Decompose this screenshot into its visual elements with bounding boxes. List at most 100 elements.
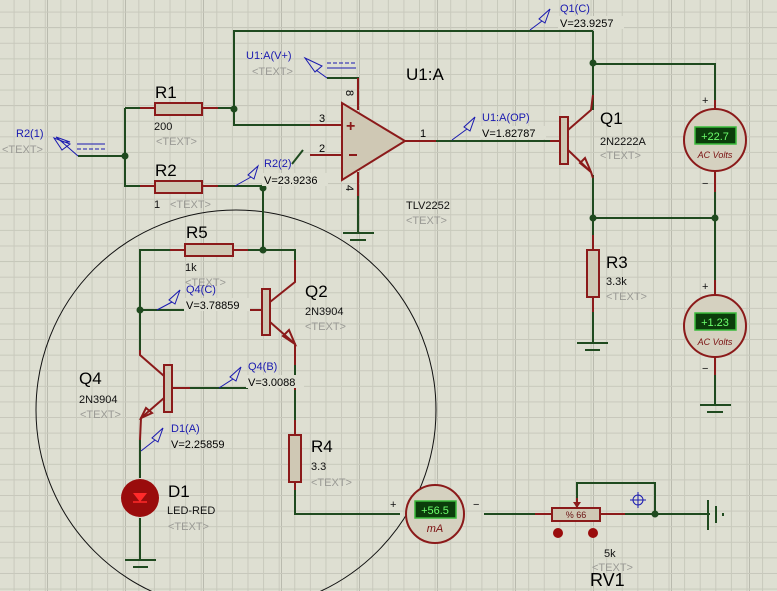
rv1-value: 5k [604, 548, 616, 560]
voltmeter-2[interactable]: +1.23 AC Volts + − [683, 280, 747, 375]
plus-terminal: + [390, 499, 396, 511]
probe-name: U1:A(V+) [246, 50, 292, 62]
battery[interactable] [707, 500, 724, 530]
rv1-text: <TEXT> [592, 562, 633, 574]
probe-voltage: V=2.25859 [171, 439, 225, 451]
probe-name: Q4(C) [186, 284, 216, 296]
probe-u1-op[interactable]: U1:A(OP) V=1.82787 [451, 112, 546, 141]
wire[interactable] [233, 108, 310, 126]
r4-value: 3.3 [311, 461, 326, 473]
wire[interactable] [592, 31, 716, 110]
q1-text: <TEXT> [600, 150, 641, 162]
transistor-q1[interactable]: Q1 2N2222A <TEXT> [550, 94, 647, 179]
wire[interactable] [248, 249, 296, 280]
rv1-ref: RV1 [590, 570, 625, 590]
d1-value: LED-RED [167, 505, 215, 517]
voltmeter-2-reading: +1.23 [701, 317, 729, 329]
pin-1: 1 [420, 128, 426, 140]
q4-ref: Q4 [79, 369, 102, 388]
voltmeter-1-reading: +22.7 [701, 131, 729, 143]
wire[interactable] [139, 249, 185, 350]
minus-terminal: − [702, 363, 708, 375]
potentiometer-rv1[interactable]: % 66 5k <TEXT> RV1 [535, 498, 633, 590]
probe-q1-c[interactable]: Q1(C) V=23.9257 [529, 3, 624, 31]
rv1-wiper-position: % 66 [566, 510, 587, 520]
probe-q4-b[interactable]: Q4(B) V=3.0088 [218, 361, 304, 389]
probe-voltage: V=3.0088 [248, 377, 295, 389]
r2-value: 1 [154, 199, 160, 211]
probe-d1-a[interactable]: D1(A) V=2.25859 [140, 423, 225, 452]
probe-u1-vplus[interactable]: U1:A(V+) <TEXT> [246, 50, 356, 79]
plus-sign: + [346, 118, 355, 135]
probe-name: U1:A(OP) [482, 112, 530, 124]
wire[interactable] [294, 485, 400, 515]
q4-text: <TEXT> [80, 409, 121, 421]
wire[interactable] [233, 30, 593, 109]
resistor-r5[interactable]: R5 1k <TEXT> [170, 223, 248, 289]
r1-text: <TEXT> [156, 136, 197, 148]
minus-terminal: − [702, 178, 708, 190]
probe-r2-2[interactable]: R2(2) V=23.9236 [234, 158, 328, 187]
pin-4: 4 [343, 185, 355, 191]
probe-q4-c[interactable]: Q4(C) V=3.78859 [156, 284, 250, 312]
u1-ref: U1:A [406, 65, 444, 84]
q1-ref: Q1 [600, 109, 623, 128]
probe-name: Q1(C) [560, 3, 590, 15]
wire[interactable] [291, 149, 304, 165]
probe-name: Q4(B) [248, 361, 277, 373]
resistor-r2[interactable]: R2 1 <TEXT> [140, 161, 218, 211]
ammeter-reading: +56.5 [421, 505, 449, 517]
q1-value: 2N2222A [600, 136, 647, 148]
probe-r2-1[interactable]: R2(1) <TEXT> [2, 128, 105, 157]
led-d1[interactable]: D1 LED-RED <TEXT> [121, 479, 215, 533]
q4-value: 2N3904 [79, 394, 118, 406]
transistor-q2[interactable]: Q2 2N3904 <TEXT> [250, 260, 346, 365]
transistor-q4[interactable]: Q4 2N3904 <TEXT> [79, 350, 190, 441]
r2-ref: R2 [155, 161, 177, 180]
q2-ref: Q2 [305, 282, 328, 301]
decrease-button[interactable] [553, 528, 563, 538]
probe-voltage: V=23.9236 [264, 175, 318, 187]
crosshair-icon [630, 492, 646, 508]
ammeter[interactable]: +56.5 mA + − [390, 484, 479, 544]
resistor-r1[interactable]: R1 200 <TEXT> [140, 83, 218, 148]
wire[interactable] [124, 108, 140, 187]
probe-text: <TEXT> [2, 144, 43, 156]
probe-name: D1(A) [171, 423, 200, 435]
ammeter-unit: mA [427, 523, 444, 535]
probe-voltage: V=3.78859 [186, 300, 240, 312]
r4-text: <TEXT> [311, 477, 352, 489]
r5-value: 1k [185, 262, 197, 274]
voltmeter-2-unit: AC Volts [697, 337, 733, 347]
r1-ref: R1 [155, 83, 177, 102]
voltmeter-1[interactable]: +22.7 AC Volts + − [683, 95, 747, 192]
probe-voltage: V=23.9257 [560, 18, 614, 30]
r1-value: 200 [154, 121, 172, 133]
annotation-circle [35, 209, 437, 591]
r3-text: <TEXT> [606, 291, 647, 303]
resistor-r4[interactable]: R4 3.3 <TEXT> [288, 380, 352, 490]
opamp-u1[interactable]: + 3 2 1 8 4 U1:A TLV2252 <TEXT> [310, 65, 450, 227]
r2-text: <TEXT> [170, 199, 211, 211]
increase-button[interactable] [588, 528, 598, 538]
voltmeter-1-unit: AC Volts [697, 150, 733, 160]
probe-text: <TEXT> [252, 66, 293, 78]
r5-ref: R5 [186, 223, 208, 242]
resistor-r3[interactable]: R3 3.3k <TEXT> [586, 235, 647, 312]
probe-name: R2(1) [16, 128, 44, 140]
pin-8: 8 [343, 90, 355, 96]
r3-ref: R3 [606, 253, 628, 272]
minus-terminal: − [473, 499, 479, 511]
d1-ref: D1 [168, 482, 190, 501]
u1-text: <TEXT> [406, 215, 447, 227]
wire[interactable] [576, 482, 656, 514]
probe-name: R2(2) [264, 158, 292, 170]
junctions [121, 59, 719, 518]
r4-ref: R4 [311, 437, 333, 456]
r5-text: <TEXT> [185, 277, 226, 289]
r3-value: 3.3k [606, 276, 627, 288]
q2-value: 2N3904 [305, 306, 344, 318]
pin-2: 2 [319, 143, 325, 155]
